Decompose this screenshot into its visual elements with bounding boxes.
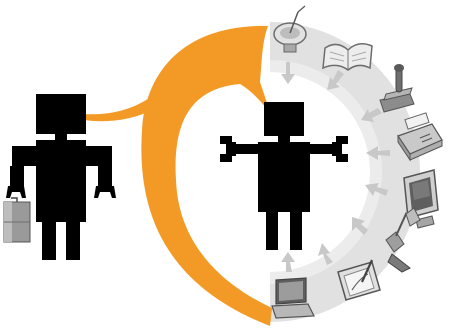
robot-wrench-hands-icon [220, 102, 348, 250]
connector-arc-icon [84, 26, 272, 326]
robot-torso [36, 140, 86, 222]
robot-neck [278, 136, 290, 142]
robot-head [36, 94, 86, 134]
robot-leg-right [66, 222, 80, 260]
robot-neck [55, 134, 67, 140]
robot-leg-right [290, 212, 302, 250]
robot-torso [258, 142, 310, 212]
arrow-icon [281, 252, 295, 272]
orange-c-arc [141, 26, 272, 326]
robot-leg-left [42, 222, 56, 260]
robot-leg-left [266, 212, 278, 250]
robot-head [264, 102, 304, 136]
briefcase-icon [4, 198, 30, 242]
